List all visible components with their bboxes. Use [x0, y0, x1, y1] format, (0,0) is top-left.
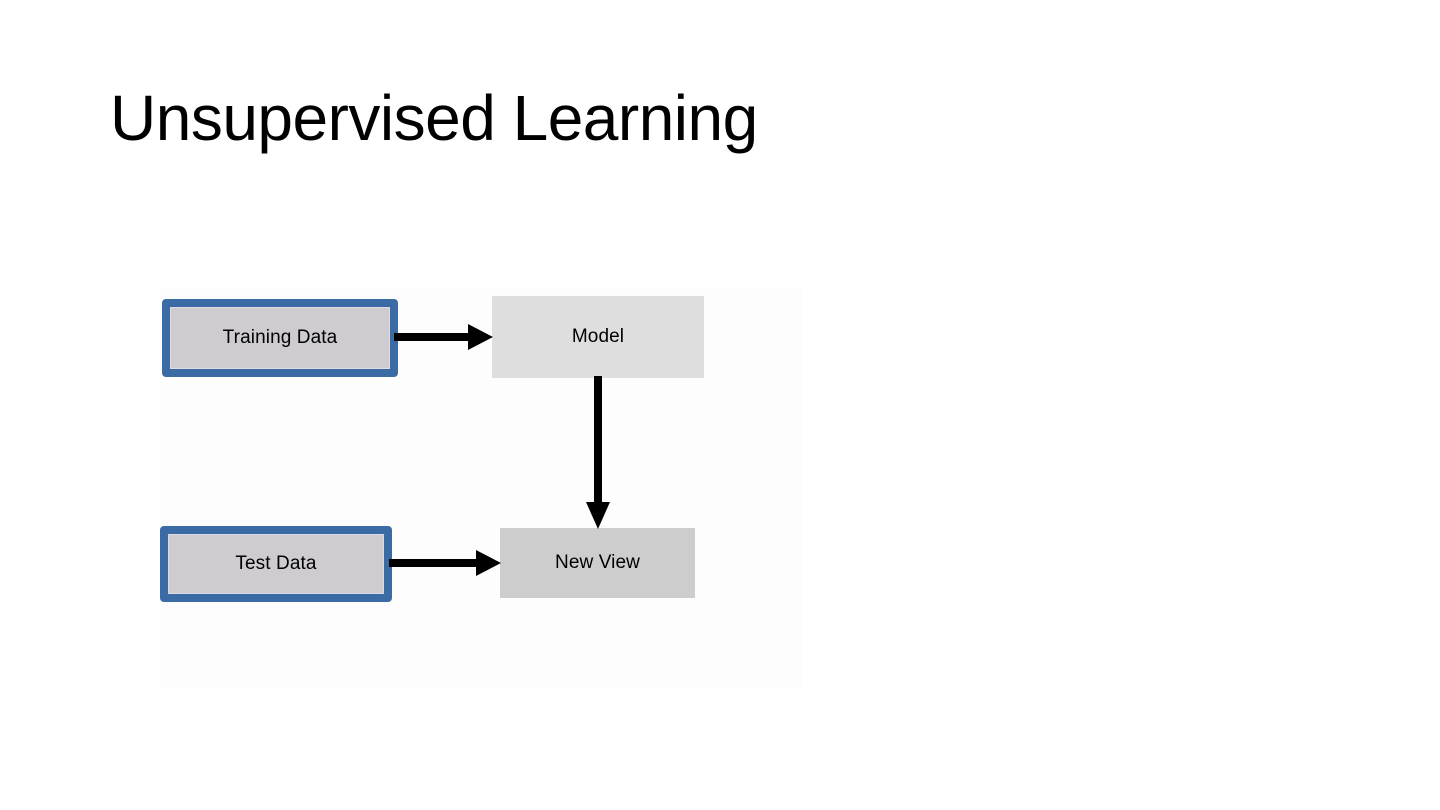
node-training-data[interactable]: Training Data [162, 299, 398, 377]
node-new-view[interactable]: New View [500, 528, 695, 598]
node-model[interactable]: Model [492, 296, 704, 378]
node-training-data-label: Training Data [222, 327, 338, 348]
node-new-view-label: New View [555, 552, 640, 573]
node-model-label: Model [571, 326, 625, 347]
arrow-training-data-to-model-icon [394, 322, 494, 352]
node-test-data[interactable]: Test Data [160, 526, 392, 602]
arrow-model-to-new-view-icon [582, 376, 614, 530]
node-test-data-label: Test Data [235, 553, 317, 574]
page-title: Unsupervised Learning [110, 82, 758, 154]
arrow-test-data-to-new-view-icon [389, 548, 502, 578]
